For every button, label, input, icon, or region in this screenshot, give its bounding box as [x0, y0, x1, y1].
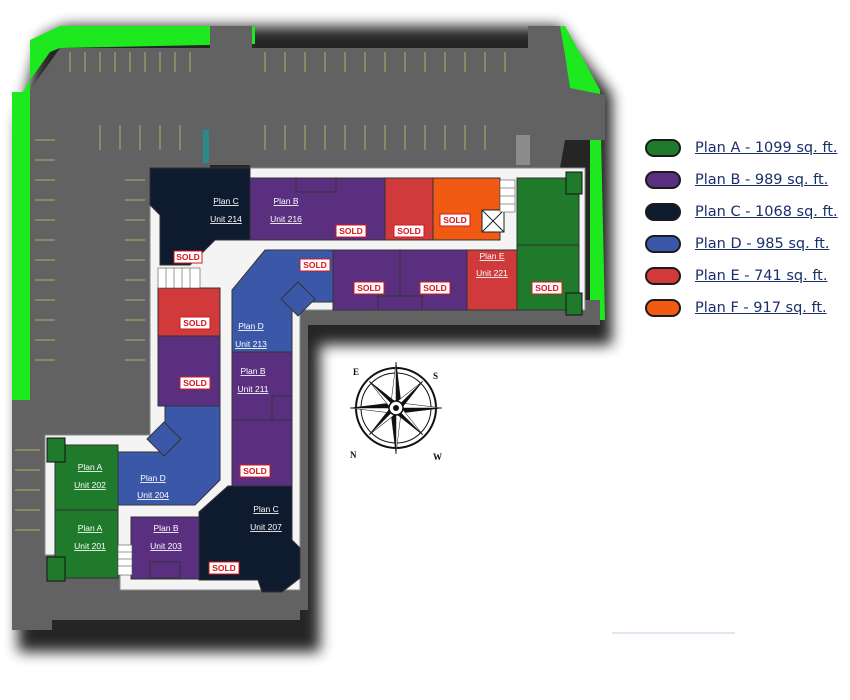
legend-item-plan-e[interactable]: Plan E - 741 sq. ft. — [645, 260, 850, 292]
plan-c-swatch-icon — [645, 203, 681, 221]
unit-204[interactable] — [117, 405, 221, 506]
svg-text:SOLD: SOLD — [357, 283, 381, 293]
sold-badge: SOLD — [208, 561, 240, 575]
sold-badge: SOLD — [531, 281, 563, 295]
legend-item-plan-d[interactable]: Plan D - 985 sq. ft. — [645, 228, 850, 260]
stairs — [117, 179, 516, 576]
svg-text:SOLD: SOLD — [423, 283, 447, 293]
legend-label-plan-a[interactable]: Plan A - 1099 sq. ft. — [695, 140, 838, 156]
green-space — [12, 26, 605, 400]
sold-badge: SOLD — [239, 464, 271, 478]
unit-204-plan: Plan D — [140, 473, 166, 483]
unit-213-plan: Plan D — [238, 321, 264, 331]
unit-labels: Plan C Unit 214 Plan B Unit 216 Plan E U… — [74, 196, 508, 551]
unit-207[interactable] — [198, 485, 301, 593]
unit-221[interactable] — [466, 249, 518, 311]
sold-badge: SOLD — [335, 224, 367, 238]
plan-e-swatch-icon — [645, 267, 681, 285]
svg-text:SOLD: SOLD — [183, 378, 207, 388]
svg-text:SOLD: SOLD — [303, 260, 327, 270]
legend-item-plan-a[interactable]: Plan A - 1099 sq. ft. — [645, 132, 850, 164]
unit-207-number: Unit 207 — [250, 522, 282, 532]
unit-216-number: Unit 216 — [270, 214, 302, 224]
unit-plan-a-east-balcony-bottom — [565, 292, 583, 316]
unit-203[interactable] — [130, 516, 200, 580]
unit-201-number: Unit 201 — [74, 541, 106, 551]
sold-badges: SOLD SOLD SOLD SOLD SOLD SOLD SOLD SOLD … — [173, 213, 563, 575]
unit-214-plan: Plan C — [213, 196, 239, 206]
plan-d-swatch-icon — [645, 235, 681, 253]
legend-label-plan-d[interactable]: Plan D - 985 sq. ft. — [695, 236, 830, 252]
unit-211-plan: Plan B — [240, 366, 265, 376]
compass-n: N — [350, 450, 357, 460]
sold-badge: SOLD — [439, 213, 471, 227]
sold-badge: SOLD — [179, 376, 211, 390]
unit-plan-b-west[interactable] — [157, 335, 221, 407]
dumpster-pad — [516, 135, 530, 165]
legend-item-plan-b[interactable]: Plan B - 989 sq. ft. — [645, 164, 850, 196]
unit-216-balcony — [295, 177, 337, 193]
sold-badge: SOLD — [419, 281, 451, 295]
unit-213-number: Unit 213 — [235, 339, 267, 349]
unit-221-number: Unit 221 — [476, 268, 508, 278]
unit-211-number: Unit 211 — [237, 384, 268, 394]
compass-w: W — [433, 452, 442, 462]
unit-202-number: Unit 202 — [74, 480, 106, 490]
legend-label-plan-c[interactable]: Plan C - 1068 sq. ft. — [695, 204, 838, 220]
legend-label-plan-e[interactable]: Plan E - 741 sq. ft. — [695, 268, 828, 284]
compass-s: S — [433, 371, 438, 381]
unit-214-number: Unit 214 — [210, 214, 242, 224]
plan-a-swatch-icon — [645, 139, 681, 157]
sold-badge: SOLD — [299, 258, 331, 272]
unit-207-plan: Plan C — [253, 504, 279, 514]
unit-plan-a-east-balcony-top — [565, 171, 583, 195]
parking-stalls — [15, 52, 506, 531]
sold-badge: SOLD — [393, 224, 425, 238]
svg-text:SOLD: SOLD — [535, 283, 559, 293]
svg-text:SOLD: SOLD — [339, 226, 363, 236]
unit-plan-a-east[interactable] — [516, 177, 580, 311]
unit-202-plan: Plan A — [78, 462, 103, 472]
unit-221-plan: Plan E — [479, 251, 504, 261]
svg-text:SOLD: SOLD — [176, 252, 200, 262]
legend-label-plan-f[interactable]: Plan F - 917 sq. ft. — [695, 300, 827, 316]
compass-rose-icon: E S N W — [349, 361, 443, 462]
sold-badge: SOLD — [353, 281, 385, 295]
bike-rack — [203, 130, 209, 163]
plan-b-swatch-icon — [645, 171, 681, 189]
legend-label-plan-b[interactable]: Plan B - 989 sq. ft. — [695, 172, 829, 188]
unit-204-number: Unit 204 — [137, 490, 169, 500]
legend-item-plan-c[interactable]: Plan C - 1068 sq. ft. — [645, 196, 850, 228]
legend-item-plan-f[interactable]: Plan F - 917 sq. ft. — [645, 292, 850, 324]
sold-badge: SOLD — [179, 316, 211, 330]
svg-text:SOLD: SOLD — [183, 318, 207, 328]
compass-e: E — [353, 367, 359, 377]
svg-text:SOLD: SOLD — [443, 215, 467, 225]
plan-f-swatch-icon — [645, 299, 681, 317]
unit-216-plan: Plan B — [273, 196, 298, 206]
sold-badge: SOLD — [173, 250, 203, 264]
plan-legend: Plan A - 1099 sq. ft. Plan B - 989 sq. f… — [645, 132, 850, 324]
unit-201-plan: Plan A — [78, 523, 103, 533]
unit-203-number: Unit 203 — [150, 541, 182, 551]
svg-text:SOLD: SOLD — [397, 226, 421, 236]
svg-text:SOLD: SOLD — [243, 466, 267, 476]
unit-203-plan: Plan B — [153, 523, 178, 533]
svg-text:SOLD: SOLD — [212, 563, 236, 573]
